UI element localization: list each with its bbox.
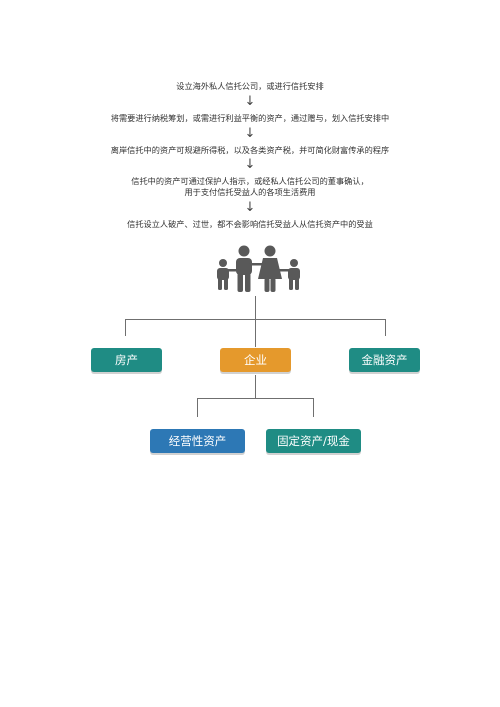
step-protector-instruction: 信托中的资产可通过保护人指示，或经私人信托公司的董事确认， bbox=[131, 176, 369, 186]
connector-stem-enterprise bbox=[255, 375, 256, 398]
family-icon bbox=[217, 245, 300, 292]
connector-drop-sub-left bbox=[197, 398, 198, 417]
connector-drop-right bbox=[385, 319, 386, 336]
enterprise-box: 企业 bbox=[220, 348, 291, 372]
fixed-assets-cash-box: 固定资产/现金 bbox=[266, 429, 361, 453]
connector-drop-sub-right bbox=[313, 398, 314, 417]
step-transfer-assets: 将需要进行纳税筹划，或需进行利益平衡的资产，通过赠与，划入信托安排中 bbox=[110, 113, 390, 123]
connector-stem bbox=[255, 296, 256, 320]
step-bankruptcy-protection: 信托设立人破产、过世，都不会影响信托受益人从信托资产中的受益 bbox=[127, 219, 373, 229]
step-tax-avoidance: 离岸信托中的资产可规避所得税，以及各类资产税，并可简化财富传承的程序 bbox=[110, 145, 390, 155]
operating-assets-box: 经营性资产 bbox=[150, 429, 245, 453]
financial-assets-box: 金融资产 bbox=[349, 348, 420, 372]
real-estate-box: 房产 bbox=[91, 348, 162, 372]
connector-drop-left bbox=[125, 319, 126, 336]
step-setup-trust: 设立海外私人信托公司，或进行信托安排 bbox=[176, 81, 324, 91]
down-arrow-icon: ↓ bbox=[244, 200, 256, 215]
down-arrow-icon: ↓ bbox=[244, 126, 256, 141]
down-arrow-icon: ↓ bbox=[244, 94, 256, 109]
step-beneficiary-expenses: 用于支付信托受益人的各项生活费用 bbox=[184, 187, 316, 197]
connector-horizontal-sub bbox=[197, 398, 314, 399]
down-arrow-icon: ↓ bbox=[244, 157, 256, 172]
connector-drop-center bbox=[255, 319, 256, 347]
